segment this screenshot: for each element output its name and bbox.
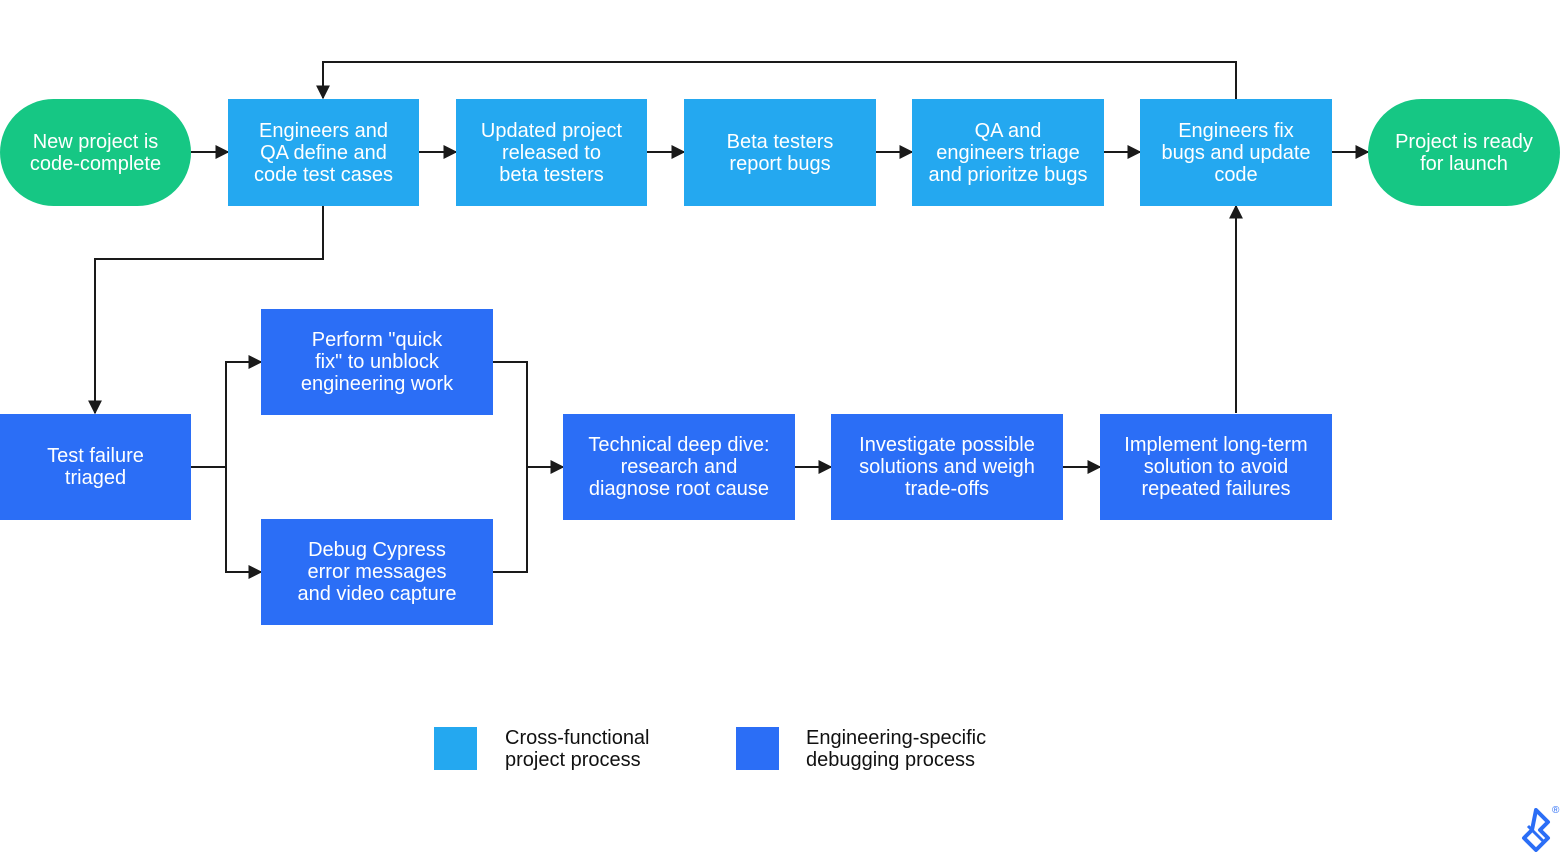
node-triage-bugs: QA and engineers triage and prioritze bu… <box>912 99 1104 206</box>
node-beta-report: Beta testers report bugs <box>684 99 876 206</box>
node-test-failure: Test failure triaged <box>0 414 191 520</box>
node-quick-fix: Perform "quick fix" to unblock engineeri… <box>261 309 493 415</box>
node-release-beta: Updated project released to beta testers <box>456 99 647 206</box>
arrow-to-debug-cypress <box>225 467 263 579</box>
node-investigate: Investigate possible solutions and weigh… <box>831 414 1063 520</box>
node-deep-dive: Technical deep dive: research and diagno… <box>563 414 795 520</box>
legend-swatch-cross-functional <box>434 727 477 770</box>
arrow-fix-loop-to-define <box>316 61 1237 100</box>
node-end: Project is ready for launch <box>1368 99 1560 206</box>
node-debug-cypress: Debug Cypress error messages and video c… <box>261 519 493 625</box>
legend-label-cross-functional: Cross-functional project process <box>505 727 650 771</box>
arrow-define-to-test-failure <box>88 206 324 415</box>
legend-swatch-engineering <box>736 727 779 770</box>
node-start: New project is code-complete <box>0 99 191 206</box>
node-implement: Implement long-term solution to avoid re… <box>1100 414 1332 520</box>
legend-label-engineering: Engineering-specific debugging process <box>806 727 987 771</box>
registered-mark: ® <box>1552 805 1560 816</box>
node-fix-bugs: Engineers fix bugs and update code <box>1140 99 1332 206</box>
arrow-quick-fix-merge <box>493 361 528 573</box>
toptal-logo-icon: ® <box>1518 806 1560 852</box>
arrow-to-quick-fix <box>225 355 263 467</box>
node-define-tests: Engineers and QA define and code test ca… <box>228 99 419 206</box>
